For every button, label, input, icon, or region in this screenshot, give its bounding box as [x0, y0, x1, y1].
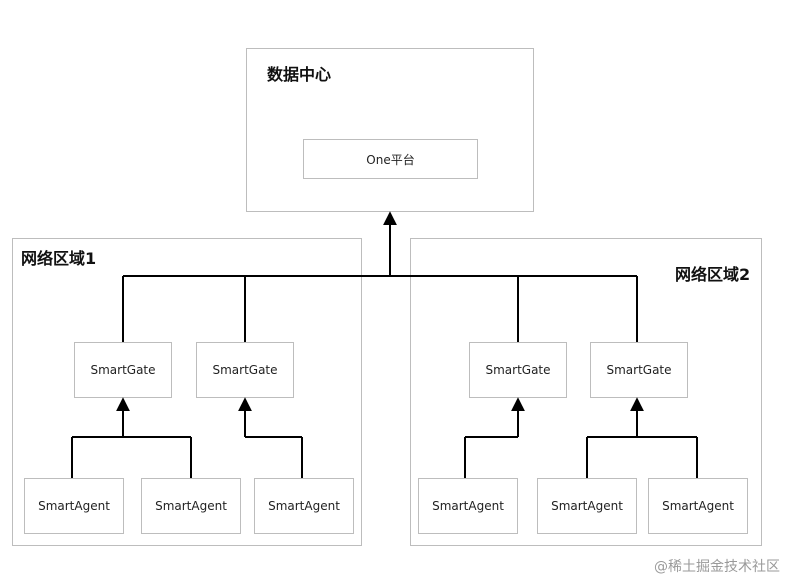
region-1-title: 网络区域1	[21, 249, 97, 268]
smartgate-node: SmartGate	[196, 342, 294, 398]
smartagent-node: SmartAgent	[418, 478, 518, 534]
watermark-text: @稀土掘金技术社区	[654, 559, 780, 575]
smartgate-node: SmartGate	[469, 342, 567, 398]
data-center-title: 数据中心	[267, 65, 332, 84]
smartagent-node: SmartAgent	[648, 478, 748, 534]
smartgate-node: SmartGate	[590, 342, 688, 398]
smartagent-node: SmartAgent	[141, 478, 241, 534]
smartagent-node: SmartAgent	[537, 478, 637, 534]
smartgate-node: SmartGate	[74, 342, 172, 398]
data-center-box: 数据中心 One平台	[246, 48, 534, 212]
one-platform-node: One平台	[303, 139, 478, 179]
smartagent-node: SmartAgent	[24, 478, 124, 534]
smartagent-node: SmartAgent	[254, 478, 354, 534]
region-2-title: 网络区域2	[675, 265, 751, 284]
